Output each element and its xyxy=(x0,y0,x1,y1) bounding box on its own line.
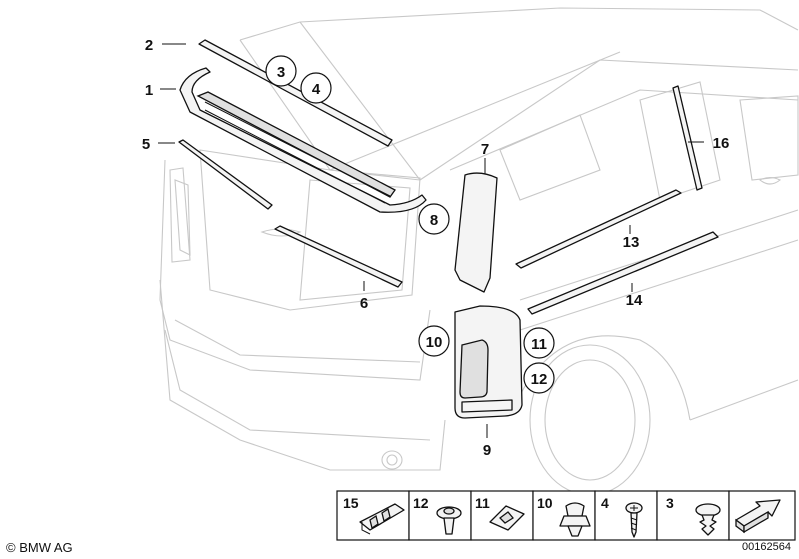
callout-4: 4 xyxy=(312,81,321,98)
strip-label-11: 11 xyxy=(475,495,490,511)
screw-icon xyxy=(625,502,643,538)
part-side-trim-lower xyxy=(527,231,719,315)
vehicle-outline xyxy=(159,7,799,496)
callout-12: 12 xyxy=(531,371,548,388)
callout-circle-11 xyxy=(523,327,555,359)
diagram-reference-number: 00162564 xyxy=(742,541,791,553)
callout-circle-12 xyxy=(523,362,555,394)
part-door-frame-strip xyxy=(672,85,703,191)
strip-label-15: 15 xyxy=(343,495,359,511)
part-hatch-upper-trim xyxy=(178,139,273,210)
direction-arrow-icon xyxy=(735,499,781,534)
strip-label-10: 10 xyxy=(537,495,553,511)
callout-14: 14 xyxy=(626,292,643,309)
strip-cell-3 xyxy=(656,490,730,541)
callout-2: 2 xyxy=(145,37,153,54)
callout-13: 13 xyxy=(623,234,640,251)
callout-11: 11 xyxy=(531,336,547,353)
callout-9: 9 xyxy=(483,442,491,459)
copyright-notice: © BMW AG xyxy=(6,540,73,555)
part-tail-light-lens xyxy=(459,339,489,399)
callout-5: 5 xyxy=(142,136,150,153)
push-rivet-icon xyxy=(436,506,462,535)
callout-3: 3 xyxy=(277,64,285,81)
copyright-text: © BMW AG xyxy=(6,540,73,555)
callout-8: 8 xyxy=(430,212,438,229)
leader-lines xyxy=(158,43,704,438)
fir-tree-clip-icon xyxy=(695,503,721,536)
part-hatch-handle-trim xyxy=(274,225,403,288)
fastener-strip: 15 12 11 10 4 3 xyxy=(336,490,796,541)
callout-16: 16 xyxy=(713,135,730,152)
callout-circle-3 xyxy=(265,55,297,87)
callout-6: 6 xyxy=(360,295,368,312)
callout-circle-10 xyxy=(418,325,450,357)
callout-7: 7 xyxy=(481,141,489,158)
callout-10: 10 xyxy=(426,334,443,351)
part-rear-spoiler xyxy=(179,67,427,213)
strip-cell-4 xyxy=(594,490,658,541)
expanding-rivet-icon xyxy=(559,502,591,537)
part-pillar-trim xyxy=(454,172,498,293)
part-roof-strip xyxy=(198,39,393,147)
part-side-trim-upper xyxy=(515,189,682,269)
clip-rail-icon xyxy=(359,503,405,535)
callout-circle-4 xyxy=(300,72,332,104)
callout-1: 1 xyxy=(145,82,153,99)
callout-group: 2 1 5 3 4 7 16 8 13 6 14 10 11 12 9 xyxy=(142,37,730,459)
strip-label-3: 3 xyxy=(666,495,674,511)
strip-label-4: 4 xyxy=(601,495,609,511)
spring-nut-icon xyxy=(489,505,525,531)
strip-label-12: 12 xyxy=(413,495,429,511)
callout-circle-8 xyxy=(418,203,450,235)
